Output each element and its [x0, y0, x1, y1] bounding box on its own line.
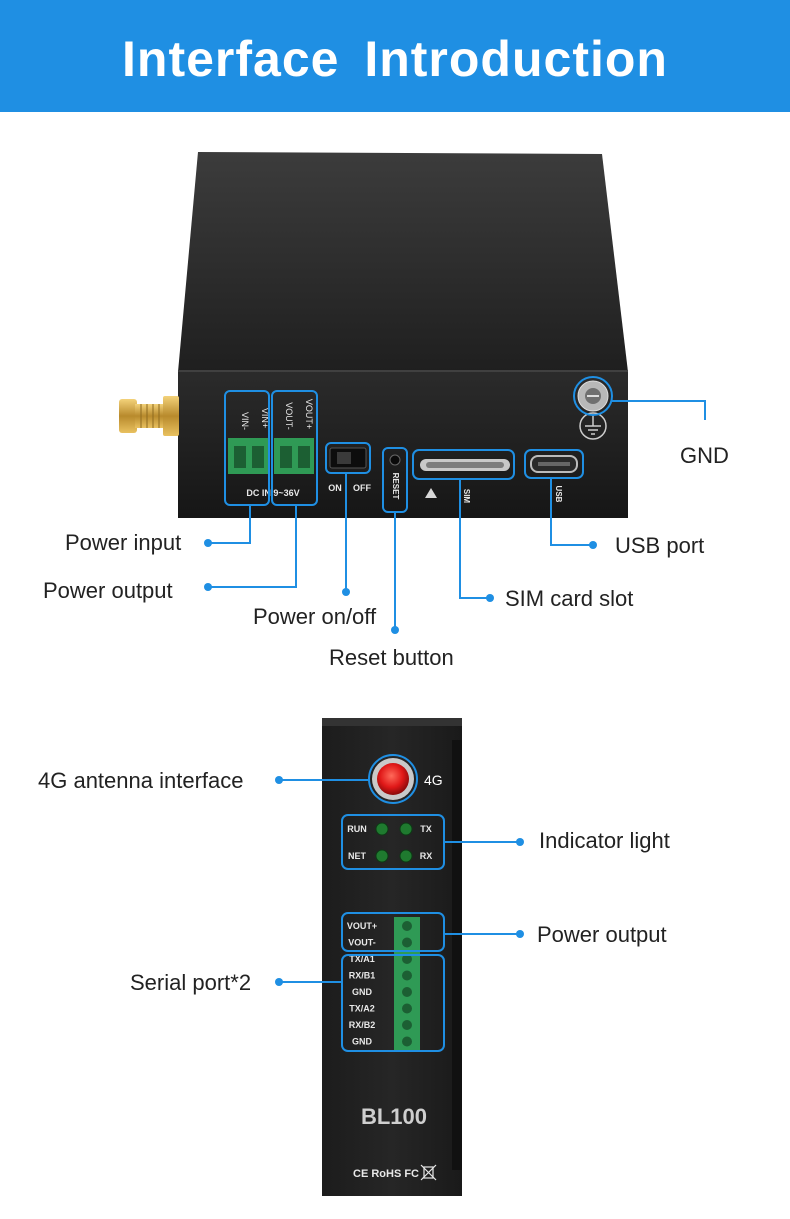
gnd-label: GND [680, 443, 729, 468]
indicator-leds [375, 822, 413, 863]
terminal-screw [402, 970, 412, 981]
led-run-text: RUN [347, 824, 367, 834]
power-on-off-label: Power on/off [253, 604, 377, 629]
antenna-tag-text: 4G [424, 772, 443, 788]
pin-label: GND [352, 987, 373, 997]
gnd-screw [577, 380, 609, 412]
cert-text: CE RoHS FC [353, 1168, 419, 1180]
pin-label: TX/A2 [349, 1004, 375, 1014]
power-output-box [271, 390, 318, 506]
terminal-screw [402, 1036, 412, 1047]
led-net-text: NET [348, 851, 367, 861]
pin-label: RX/B2 [349, 1020, 376, 1030]
power-switch[interactable] [329, 447, 367, 469]
reset-pinhole[interactable] [389, 454, 401, 466]
indicator-light-label: Indicator light [539, 828, 670, 853]
pin-label: TX/A1 [349, 954, 375, 964]
power-switch-box [325, 442, 371, 474]
usb-text: USB [554, 486, 563, 503]
terminal-screw [402, 1020, 412, 1030]
off-text: OFF [353, 483, 371, 493]
header-banner [0, 0, 790, 112]
gnd-box [573, 376, 613, 416]
pin-label: VOUT- [348, 938, 376, 948]
terminal-screw [402, 987, 412, 997]
serial-port-box [341, 954, 445, 1052]
sim-card-slot-label: SIM card slot [505, 586, 634, 611]
vin-plus-text: VIN+ [260, 408, 270, 428]
terminal-screw [402, 954, 412, 964]
terminal-screw [402, 921, 412, 931]
power-output-label: Power output [43, 578, 173, 603]
vin-minus-text: VIN- [240, 412, 250, 430]
pin-label: VOUT+ [347, 921, 377, 931]
terminal-screw [402, 1003, 412, 1014]
serial-port-label: Serial port*2 [130, 970, 252, 995]
vout-minus-text: VOUT- [284, 402, 294, 430]
usb-port[interactable] [530, 455, 578, 473]
antenna-label: 4G antenna interface [38, 768, 244, 793]
pin-label: GND [352, 1037, 373, 1047]
side-terminal-block [394, 917, 420, 1051]
power-input-label: Power input [65, 530, 182, 555]
device-front-panel [178, 370, 628, 518]
on-text: ON [328, 483, 342, 493]
power-input-box [224, 390, 270, 506]
ground-symbol-icon [579, 412, 607, 440]
power-output-side-label: Power output [537, 922, 667, 947]
sim-slot[interactable] [420, 459, 510, 471]
usb-box [524, 449, 584, 479]
pin-label: RX/B1 [349, 971, 376, 981]
page-title: Interface Introduction [122, 31, 668, 87]
power-output-side-box [341, 912, 445, 952]
device-top-surface [178, 152, 628, 372]
sim-box [412, 449, 515, 480]
sim-arrow-icon [425, 488, 437, 498]
power-terminal-block [228, 438, 314, 474]
reset-text: RESET [391, 473, 400, 500]
usb-port-label: USB port [615, 533, 705, 558]
terminal-screw [402, 937, 412, 948]
weee-bin-icon [420, 1164, 437, 1181]
sma-connector [119, 396, 179, 436]
reset-button-label: Reset button [329, 645, 454, 670]
vout-plus-text: VOUT+ [304, 399, 314, 429]
led-tx-text: TX [420, 824, 432, 834]
sim-text: SIM [462, 489, 471, 504]
model-text: BL100 [361, 1104, 427, 1129]
antenna-connector [372, 758, 414, 800]
led-rx-text: RX [420, 851, 433, 861]
